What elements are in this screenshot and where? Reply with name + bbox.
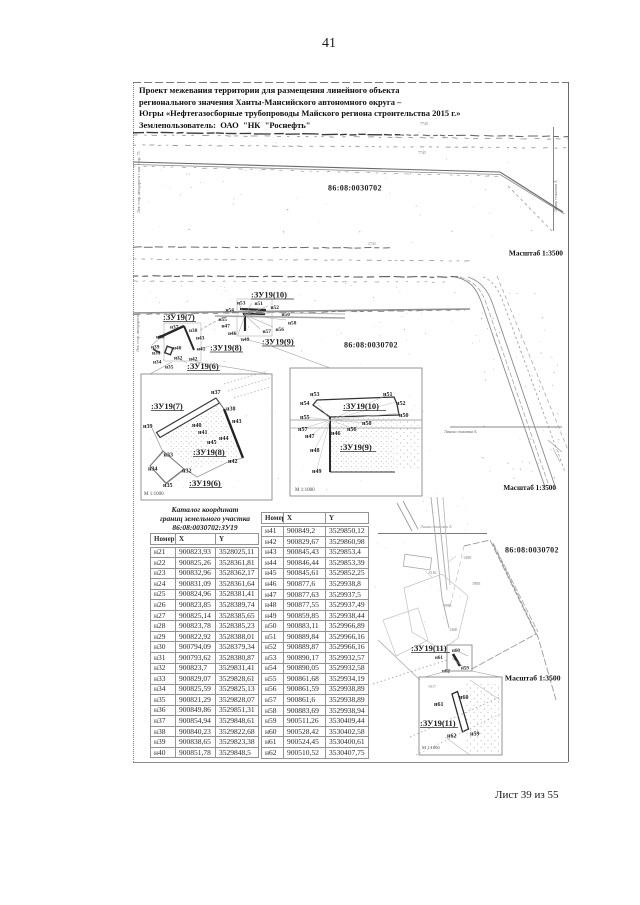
svg-text::ЗУ19(8): :ЗУ19(8) (193, 447, 225, 457)
svg-text::ЗУ19(11): :ЗУ19(11) (420, 718, 456, 728)
svg-text:1917: 1917 (428, 684, 436, 689)
svg-text:н43: н43 (232, 419, 241, 425)
svg-text:86:08:0030702: 86:08:0030702 (505, 546, 559, 555)
svg-text:н35: н35 (165, 365, 174, 371)
svg-text:н43: н43 (196, 336, 205, 342)
svg-text::ЗУ19(6): :ЗУ19(6) (189, 478, 221, 488)
svg-text:н59: н59 (461, 667, 469, 672)
svg-text:н37: н37 (170, 325, 179, 331)
svg-text:н47: н47 (222, 324, 231, 330)
svg-text:н59: н59 (470, 732, 479, 738)
svg-text:Линия стыковки А: Линия стыковки А (553, 180, 558, 212)
svg-text:н54: н54 (226, 308, 235, 314)
svg-text::ЗУ19(7): :ЗУ19(7) (151, 401, 183, 411)
svg-text:86:08:0030702: 86:08:0030702 (328, 184, 382, 193)
svg-text:Масштаб 1:3500: Масштаб 1:3500 (505, 674, 561, 683)
svg-text:н32: н32 (174, 356, 183, 362)
svg-text:н49: н49 (241, 337, 250, 343)
svg-text:н33: н33 (152, 351, 161, 357)
svg-text:1985: 1985 (472, 581, 480, 586)
svg-text:н42: н42 (189, 357, 198, 363)
svg-text:н35: н35 (163, 483, 172, 489)
svg-text:н34: н34 (153, 360, 162, 366)
svg-text:н61: н61 (434, 702, 443, 708)
svg-text::ЗУ19(6): :ЗУ19(6) (187, 361, 219, 371)
svg-text:н57: н57 (298, 427, 307, 433)
svg-text:1260: 1260 (449, 627, 457, 632)
svg-text:Лев. стор. автодороги с зап. с: Лев. стор. автодороги с зап. стор. 75 (136, 152, 141, 213)
svg-text:н39: н39 (151, 345, 160, 351)
svg-text:н56: н56 (276, 327, 285, 333)
svg-text:н58: н58 (288, 321, 297, 327)
svg-text:М 1:1000: М 1:1000 (295, 488, 315, 493)
svg-text:н38: н38 (189, 328, 198, 334)
svg-text::ЗУ19(7): :ЗУ19(7) (163, 312, 195, 322)
svg-text:М 1:1000: М 1:1000 (144, 492, 164, 497)
svg-text:н32: н32 (182, 469, 191, 475)
svg-text:н38: н38 (226, 407, 235, 413)
svg-text:н52: н52 (396, 401, 405, 407)
svg-text:н50: н50 (282, 312, 291, 318)
svg-text:н34: н34 (148, 467, 157, 473)
svg-text:н56: н56 (347, 427, 356, 433)
svg-text:н36: н36 (156, 335, 165, 341)
svg-text:н54: н54 (300, 401, 309, 407)
svg-text:7745: 7745 (420, 121, 428, 126)
svg-text:Лев. стор. автодороги 4: Лев. стор. автодороги 4 (135, 312, 140, 352)
svg-text:н51: н51 (383, 392, 392, 398)
svg-text:н53: н53 (237, 301, 246, 307)
svg-text:Линия стыковки Б: Линия стыковки Б (419, 524, 452, 529)
svg-text:н50: н50 (399, 413, 408, 419)
svg-text:1996: 1996 (443, 603, 451, 608)
svg-text:н60: н60 (459, 695, 468, 701)
svg-text:Масштаб 1:3500: Масштаб 1:3500 (503, 484, 556, 492)
svg-text:н33: н33 (164, 453, 173, 459)
svg-text:н45: н45 (207, 440, 216, 446)
svg-text::ЗУ19(9): :ЗУ19(9) (340, 442, 372, 452)
svg-text::ЗУ19(9): :ЗУ19(9) (262, 337, 294, 347)
svg-text:н49: н49 (312, 469, 321, 475)
svg-text:86:08:0030702: 86:08:0030702 (344, 341, 398, 350)
svg-text:н51: н51 (255, 301, 264, 307)
svg-text:н37: н37 (211, 390, 220, 396)
svg-text:Линия стыковки Б: Линия стыковки Б (444, 429, 477, 434)
svg-text:М 1:1000: М 1:1000 (422, 745, 440, 750)
svg-text:н40: н40 (173, 346, 182, 352)
svg-text:н61: н61 (435, 656, 443, 661)
svg-text:н62: н62 (447, 734, 456, 740)
svg-text:1741: 1741 (368, 241, 376, 246)
svg-text:н62: н62 (442, 670, 450, 675)
svg-text:н52: н52 (271, 305, 280, 311)
svg-text:н55: н55 (300, 415, 309, 421)
svg-text:н55: н55 (219, 317, 228, 323)
svg-text:н48: н48 (310, 448, 319, 454)
svg-text:н41: н41 (198, 430, 207, 436)
svg-text:н39: н39 (143, 424, 152, 430)
svg-text:Масштаб 1:3500: Масштаб 1:3500 (509, 249, 563, 258)
svg-text::ЗУ19(8): :ЗУ19(8) (210, 343, 242, 353)
svg-text:1516: 1516 (428, 570, 436, 575)
svg-text:н47: н47 (305, 434, 314, 440)
svg-text:н57: н57 (263, 329, 272, 335)
svg-text:н58: н58 (362, 421, 371, 427)
svg-text:н42: н42 (228, 459, 237, 465)
svg-text::ЗУ19(11): :ЗУ19(11) (411, 643, 447, 653)
svg-text::ЗУ19(10): :ЗУ19(10) (343, 401, 379, 411)
svg-text:7745: 7745 (418, 150, 426, 155)
svg-text::ЗУ19(10): :ЗУ19(10) (251, 290, 287, 300)
svg-text:н44: н44 (219, 436, 228, 442)
svg-text:н60: н60 (452, 649, 460, 654)
svg-text:н40: н40 (192, 423, 201, 429)
svg-text:н41: н41 (197, 347, 206, 353)
svg-text:н53: н53 (310, 392, 319, 398)
svg-text:1490: 1490 (463, 555, 471, 560)
svg-text:н46: н46 (228, 331, 237, 337)
svg-text:н46: н46 (331, 431, 340, 437)
